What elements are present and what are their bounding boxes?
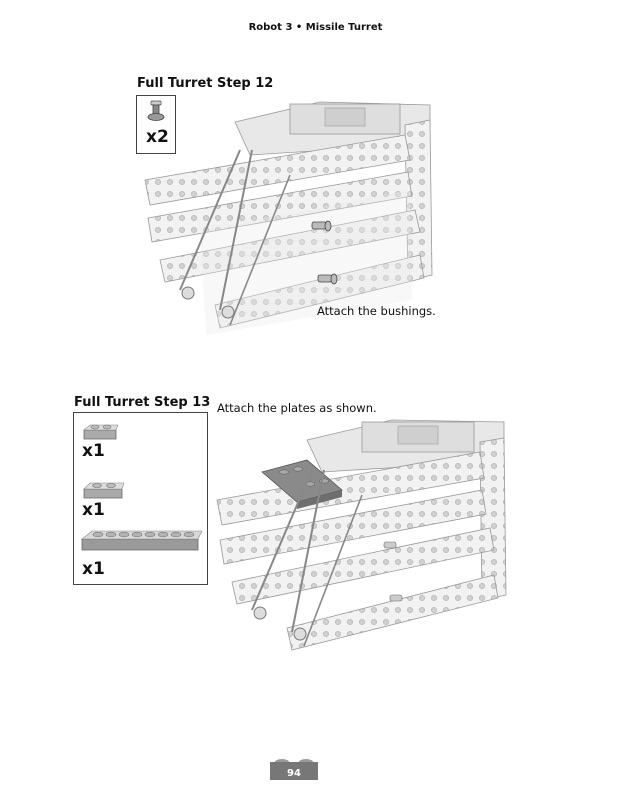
bushing-icon [147, 100, 165, 121]
step-12-part-qty: x2 [146, 127, 169, 147]
step-13-caption: Attach the plates as shown. [217, 401, 377, 415]
brick-icon [270, 759, 318, 780]
step-13-title: Full Turret Step 13 [74, 395, 211, 410]
step-13-parts-box: x1 x1 x1 [73, 412, 208, 585]
plate-1x2-icon [83, 482, 124, 499]
page-number: 94 [287, 768, 301, 779]
step-12-caption: Attach the bushings. [317, 304, 436, 318]
page-number-badge: 94 [270, 758, 318, 780]
plate-1x2-icon [83, 424, 118, 440]
running-header: Robot 3 • Missile Turret [248, 22, 383, 33]
step-12-assembly-illustration [144, 101, 433, 335]
plate-1x8-icon [81, 530, 202, 551]
step-13-part-3-qty: x1 [82, 559, 105, 579]
step-13-assembly-illustration [216, 419, 507, 651]
step-13-part-2-qty: x1 [82, 500, 105, 520]
step-12-parts-box: x2 [136, 95, 176, 154]
step-13-part-1-qty: x1 [82, 441, 105, 461]
step-12-title: Full Turret Step 12 [137, 76, 274, 91]
